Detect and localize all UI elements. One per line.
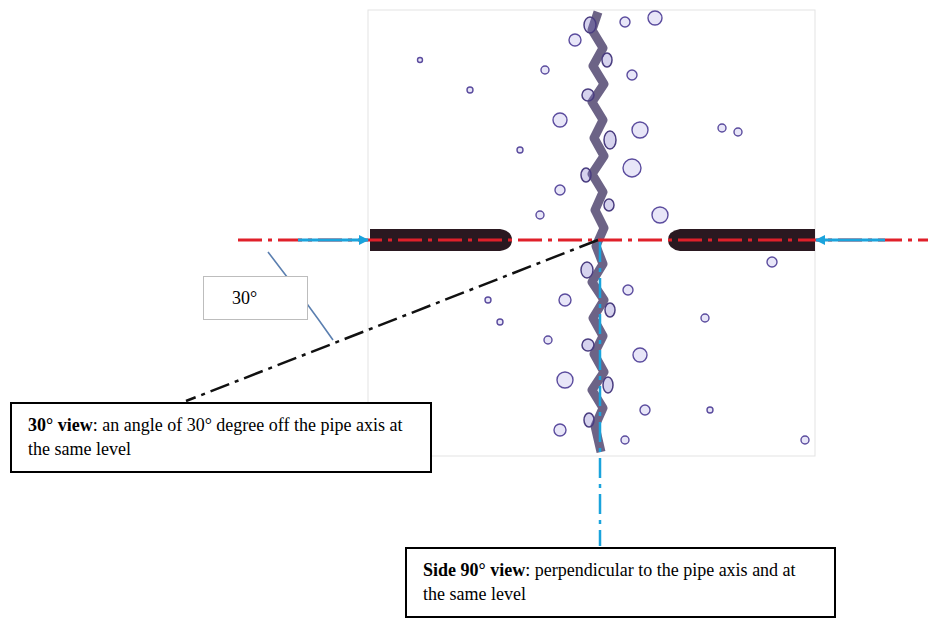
bubble xyxy=(620,17,630,27)
bubble xyxy=(767,257,777,267)
bubble xyxy=(517,147,523,153)
bubble xyxy=(604,199,614,211)
view-note-box: 30° view: an angle of 30° degree off the… xyxy=(10,402,432,473)
bubble xyxy=(602,53,612,67)
bubbles xyxy=(418,11,810,444)
bubble xyxy=(581,262,593,278)
bubble xyxy=(627,70,637,80)
view-line-90 xyxy=(599,242,602,546)
bubble xyxy=(648,11,662,25)
bubble xyxy=(553,113,567,127)
bubble xyxy=(581,168,591,182)
bubble xyxy=(536,211,544,219)
bubble xyxy=(640,405,650,415)
bubble xyxy=(569,34,581,46)
view-title: 30° view xyxy=(28,415,93,435)
flow-arrow xyxy=(298,239,368,242)
bubble xyxy=(632,122,648,138)
angle-label-box: 30° xyxy=(203,276,308,320)
bubble xyxy=(554,424,566,436)
bubble xyxy=(801,436,809,444)
bubble xyxy=(633,348,647,362)
flow-arrow xyxy=(816,239,885,242)
bubble xyxy=(557,372,573,388)
bubble xyxy=(544,336,552,344)
bubble xyxy=(604,131,616,149)
bubble xyxy=(734,128,742,136)
bubble xyxy=(605,303,615,317)
bubble xyxy=(485,297,491,303)
bubble xyxy=(584,17,596,33)
bubble xyxy=(718,124,726,132)
bubble xyxy=(621,436,629,444)
bubble-column xyxy=(592,12,604,452)
view-note-box: Side 90° view: perpendicular to the pipe… xyxy=(405,547,836,618)
bubble xyxy=(497,319,503,325)
photo-frame xyxy=(368,10,815,456)
bubble xyxy=(582,339,594,351)
angle-label: 30° xyxy=(232,288,257,309)
bubble xyxy=(541,66,549,74)
view-line-30 xyxy=(186,240,598,401)
bubble xyxy=(584,413,594,427)
bubble xyxy=(555,185,565,195)
bubble-column-bubbles xyxy=(581,17,616,427)
bubble xyxy=(603,377,613,393)
bubble xyxy=(559,294,571,306)
bubble xyxy=(623,159,641,177)
bubble xyxy=(652,207,668,223)
bubble xyxy=(701,314,709,322)
bubble xyxy=(623,285,633,295)
bubble xyxy=(467,87,473,93)
bubble xyxy=(582,89,594,101)
bubble xyxy=(418,58,423,63)
pipe-axis xyxy=(238,239,928,242)
bubble xyxy=(707,407,713,413)
view-title: Side 90° view xyxy=(423,560,525,580)
